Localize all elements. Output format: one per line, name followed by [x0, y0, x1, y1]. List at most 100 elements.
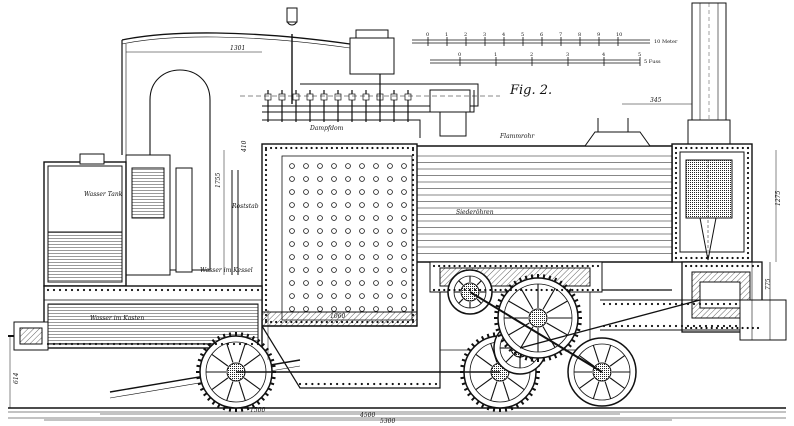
rivet — [391, 382, 394, 386]
rivet — [232, 342, 236, 346]
staybolt — [303, 215, 309, 221]
rivet — [722, 302, 726, 306]
gear-tooth — [197, 382, 203, 386]
rivet — [172, 288, 176, 292]
staybolt — [303, 202, 309, 208]
rivet — [514, 264, 518, 268]
rivet — [566, 288, 569, 292]
rivet — [264, 208, 268, 212]
rivet — [285, 320, 288, 324]
rivet — [448, 264, 451, 268]
gear-tooth — [567, 343, 572, 348]
rivet — [514, 288, 518, 292]
staybolt — [317, 267, 323, 273]
gear-tooth — [471, 396, 476, 401]
rivet — [178, 288, 182, 292]
gear-tooth — [222, 405, 226, 411]
rivet — [376, 146, 379, 150]
rivet — [695, 256, 698, 260]
dim-wheelbase: 1500 — [250, 407, 265, 414]
staybolt — [289, 228, 295, 234]
rivet — [674, 246, 678, 250]
rivet — [545, 288, 548, 292]
gear-tooth — [513, 351, 518, 356]
rivet — [411, 253, 415, 257]
staybolt — [331, 163, 337, 169]
rivet — [280, 320, 283, 324]
staybolt — [345, 215, 351, 221]
rivet — [264, 238, 268, 242]
rivet — [264, 273, 268, 277]
staybolt — [331, 254, 337, 260]
staybolt — [387, 189, 393, 195]
dim-overall-length-upper: 4500 — [359, 412, 375, 419]
rivet — [76, 342, 80, 346]
rivet — [695, 326, 698, 330]
rivet — [264, 168, 268, 172]
rivet — [160, 288, 164, 292]
rivet — [130, 288, 134, 292]
rivet — [620, 324, 624, 328]
rivet — [411, 178, 415, 182]
rivet — [88, 342, 92, 346]
rivet — [256, 288, 260, 292]
rivet — [685, 256, 688, 260]
staybolt — [401, 306, 407, 312]
staybolt — [373, 215, 379, 221]
dim-chimney-offset: 345 — [650, 97, 662, 104]
rivet — [746, 221, 750, 225]
rivet — [710, 302, 714, 306]
steam-pipework — [262, 7, 479, 138]
gear-tooth — [524, 356, 528, 361]
wheel-spoke — [542, 288, 556, 310]
staybolt — [289, 202, 295, 208]
gear-tooth — [199, 387, 205, 392]
gear-tooth — [486, 405, 490, 411]
staybolt — [345, 293, 351, 299]
gear-tooth — [563, 284, 568, 289]
rivet — [674, 196, 678, 200]
rivet — [94, 342, 98, 346]
gear-tooth — [196, 376, 201, 380]
staybolt — [387, 241, 393, 247]
rivet — [741, 326, 744, 330]
rivet — [684, 264, 688, 268]
gear-tooth — [518, 277, 523, 283]
rivet — [674, 231, 678, 235]
rivet — [479, 264, 482, 268]
rivet — [52, 288, 56, 292]
rivet — [728, 302, 732, 306]
staybolt — [289, 215, 295, 221]
wheel-spoke — [458, 280, 464, 286]
rivet — [238, 342, 242, 346]
rivet — [244, 342, 248, 346]
rivet — [571, 288, 574, 292]
valve-body — [320, 93, 328, 101]
rivet — [295, 320, 298, 324]
staybolt — [359, 293, 365, 299]
rivet — [638, 324, 642, 328]
rivet — [721, 146, 724, 150]
boiler-barrel — [414, 118, 673, 263]
staybolt — [289, 254, 295, 260]
rivet — [411, 318, 415, 322]
staybolt — [373, 267, 379, 273]
rivet — [411, 298, 415, 302]
rivet — [411, 308, 415, 312]
wheel-spoke — [243, 377, 261, 391]
rivet — [591, 264, 594, 268]
staybolt — [387, 306, 393, 312]
rivet — [746, 176, 750, 180]
rivet — [411, 278, 415, 282]
dim-left-height: 1755 — [215, 173, 222, 188]
rivet — [411, 183, 415, 187]
staybolt — [345, 267, 351, 273]
gear-tooth — [567, 288, 572, 293]
wheel-spoke — [238, 381, 246, 401]
rivet — [264, 146, 268, 150]
rivet — [330, 146, 333, 150]
wheel-spoke — [226, 343, 234, 363]
rivet — [720, 264, 724, 268]
rivet — [373, 382, 376, 386]
